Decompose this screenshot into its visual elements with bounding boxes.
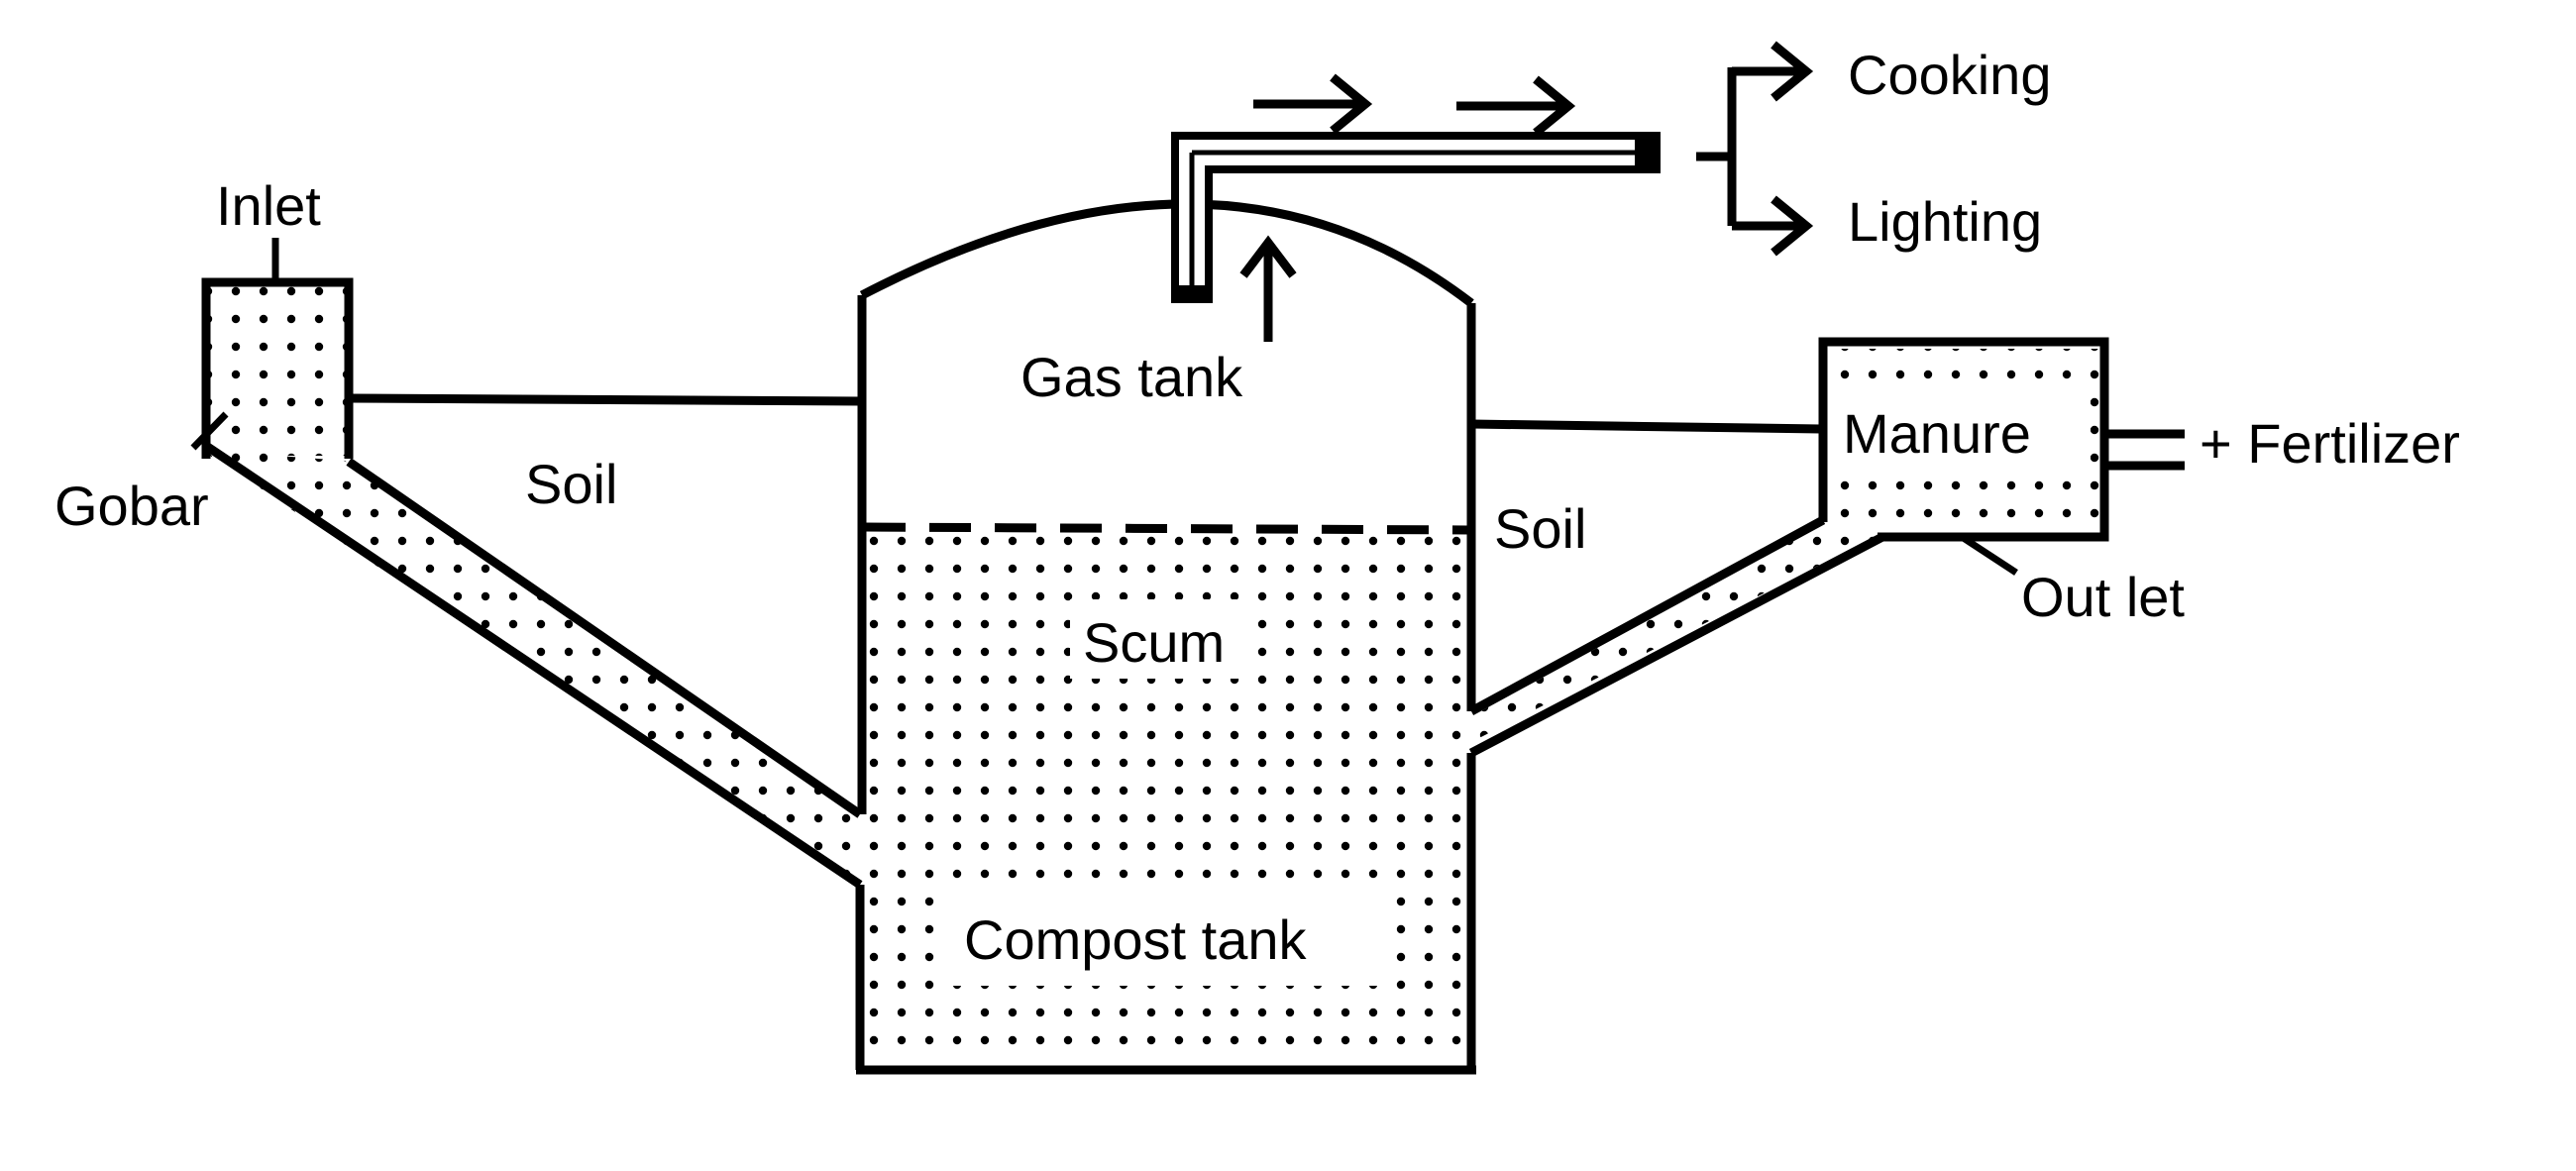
outlet-leader — [1960, 534, 2018, 576]
label-soil-right: Soil — [1494, 497, 1586, 560]
label-gobar: Gobar — [54, 475, 209, 537]
label-soil-left: Soil — [525, 453, 617, 515]
gas-flow-arrow-2 — [1456, 75, 1576, 137]
ground-line-left — [348, 393, 863, 406]
compost-label-bg — [951, 897, 1387, 986]
gas-pipe — [1171, 132, 1661, 303]
gobar-leader — [190, 411, 229, 451]
inlet-slurry — [210, 285, 345, 456]
scum-label-bg — [1070, 599, 1248, 679]
ground-line-right — [1470, 419, 1822, 434]
gas-dome — [859, 199, 1474, 307]
arrows — [1239, 41, 1814, 342]
leader-lines — [190, 238, 2018, 576]
label-manure: Manure — [1843, 402, 2031, 465]
gas-pipe-cap-end — [1635, 136, 1659, 169]
scum-level-line — [863, 522, 1470, 535]
inlet-pipe-lower-wall — [203, 442, 863, 889]
gas-flow-arrow-1 — [1253, 73, 1373, 135]
label-inlet: Inlet — [216, 174, 321, 237]
outlet-pipe-upper-wall — [1468, 516, 1826, 715]
inlet-pipe-upper-wall — [346, 458, 863, 818]
label-cooking: Cooking — [1848, 44, 2051, 106]
label-fertilizer: + Fertilizer — [2200, 412, 2460, 475]
gas-pipe-cap-bottom — [1175, 285, 1209, 303]
outlet-pipe-slurry — [1473, 525, 1882, 741]
labels: Inlet Gobar Soil Gas tank Scum Compost t… — [54, 44, 2460, 971]
label-scum: Scum — [1083, 611, 1225, 674]
label-lighting: Lighting — [1848, 190, 2042, 253]
label-compost-tank: Compost tank — [964, 908, 1307, 971]
manure-label-bg — [1831, 396, 2091, 474]
branch-arrow — [1696, 41, 1814, 257]
gas-up-arrow — [1239, 235, 1297, 342]
outlet-pipe-lower-wall — [1468, 533, 1885, 757]
manure-box — [1818, 337, 2109, 542]
label-outlet: Out let — [2021, 566, 2185, 628]
label-gas-tank: Gas tank — [1020, 346, 1243, 408]
